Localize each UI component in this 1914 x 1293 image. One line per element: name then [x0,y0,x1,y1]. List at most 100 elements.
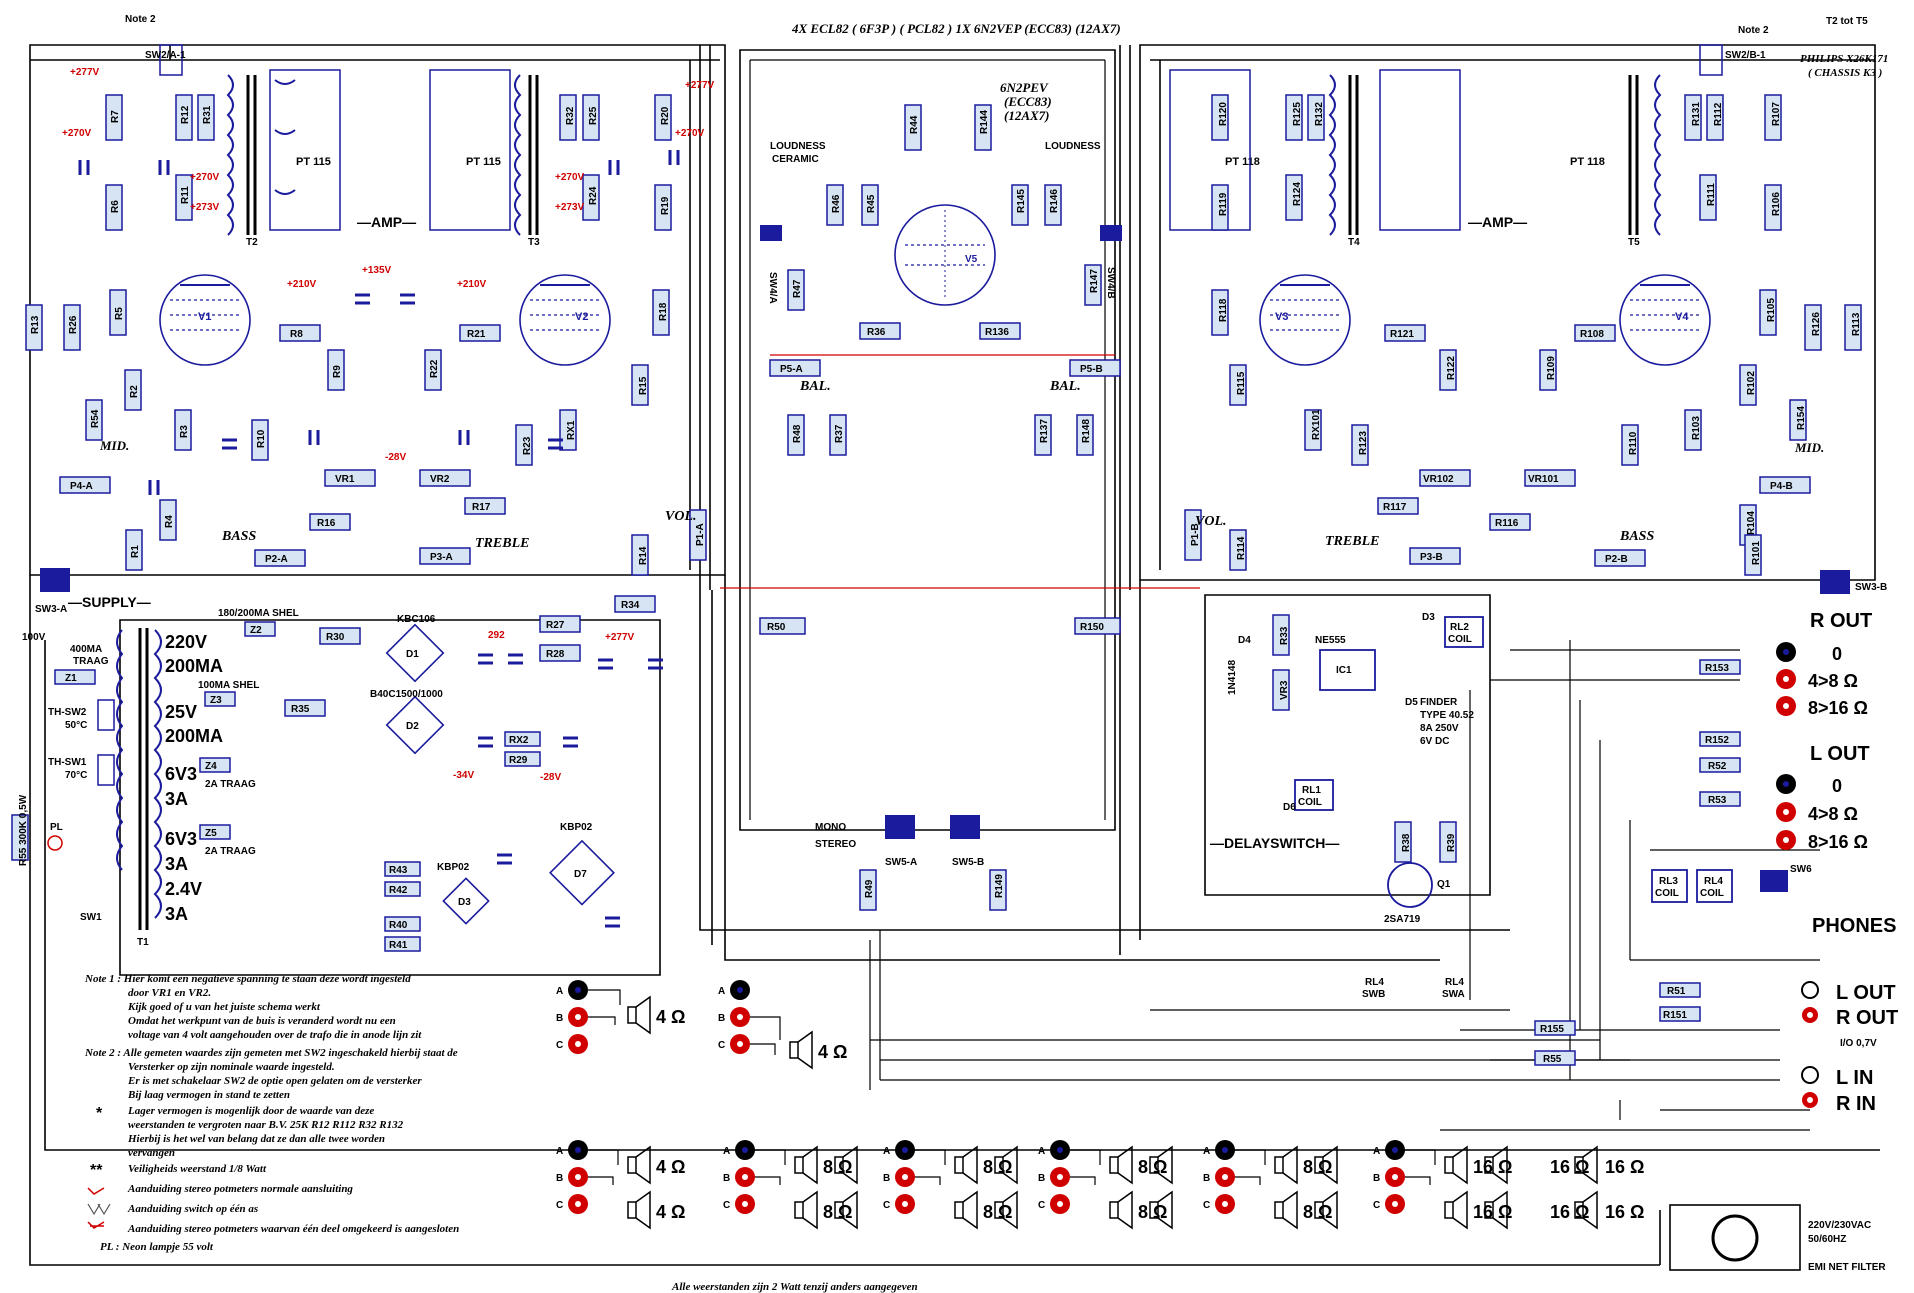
finder-2: TYPE 40.52 [1420,710,1474,721]
chassis-line3: ( CHASSIS K3 ) [1808,67,1882,79]
t2-label: T2 [246,237,258,248]
z1-rating-1: 400MA [70,644,102,655]
star-line1: Lager vermogen is mogenlijk door de waar… [127,1105,374,1117]
svg-text:V4: V4 [1675,311,1689,323]
svg-text:R54: R54 [90,409,101,428]
svg-text:R33: R33 [1279,626,1290,645]
svg-text:R121: R121 [1390,329,1414,340]
svg-text:VR101: VR101 [1528,474,1559,485]
terminal-letter: A [556,1146,563,1157]
svg-text:P2-A: P2-A [265,554,288,565]
transformer-t1: T1 [116,628,162,948]
q1-label: Q1 [1437,879,1451,890]
svg-text:R13: R13 [30,315,41,334]
speaker-icon [1444,1156,1454,1174]
bass-left-label: BASS [221,529,256,544]
terminal-letter: A [1373,1146,1380,1157]
v220-label: 220V [165,632,207,652]
speaker-icon [1484,1156,1494,1174]
speaker-ohm-label: 16 Ω [1550,1202,1589,1222]
speaker-wire [750,1043,776,1055]
chassis-line1: T2 tot T5 [1826,16,1868,27]
svg-text:VR102: VR102 [1423,474,1454,485]
speaker-cone [1002,1190,1018,1230]
speaker-wire [1070,1149,1101,1165]
svg-text:V1: V1 [198,311,211,323]
terminal-letter: A [883,1146,890,1157]
preamp-pots: P5-A P5-B [769,359,1121,377]
ma200b-label: 200MA [165,726,223,746]
r-out-48: 4>8 Ω [1808,671,1858,691]
speaker-cone [802,1145,818,1185]
bridge-d2: D2 [385,695,445,755]
svg-text:SWB: SWB [1362,989,1385,1000]
svg-text:R53: R53 [1708,795,1727,806]
speaker-wire [750,1016,781,1040]
ma200a-label: 200MA [165,656,223,676]
mid-right-label: MID. [1794,440,1824,455]
v28-left-a: -28V [385,452,406,463]
svg-text:Z5: Z5 [205,828,217,839]
svg-text:SW3-B: SW3-B [1855,582,1887,593]
svg-text:R116: R116 [1495,518,1519,529]
speaker-ohm-label: 4 Ω [656,1007,685,1027]
terminal-center [1057,1174,1063,1180]
speaker-icon [1149,1201,1159,1219]
speaker-cone [797,1030,813,1070]
svg-text:COIL: COIL [1448,634,1472,645]
speaker-wire [755,1176,781,1185]
note1-line4: Omdat het werkpunt van de buis is verand… [128,1015,396,1027]
svg-text:RL3: RL3 [1659,876,1678,887]
svg-text:R118: R118 [1218,298,1229,322]
terminal-letter: C [1038,1200,1045,1211]
svg-text:R8: R8 [290,329,303,340]
legend-3: Aanduiding stereo potmeters waarvan één … [127,1223,459,1235]
v273-left: +273V [190,202,220,213]
speaker-cone [635,1145,651,1185]
svg-text:R106: R106 [1771,192,1782,216]
z4-rating: 2A TRAAG [205,779,256,790]
v24-label: 2.4V [165,879,202,899]
svg-text:RL1: RL1 [1302,785,1321,796]
pt-left-1-label: PT 115 [296,156,331,168]
loudness-ceramic-2: CERAMIC [772,154,819,165]
svg-text:R136: R136 [985,327,1009,338]
left-amp: PT 115 T2 PT 115 T3 —AMP— V1 V2 R7 [25,44,715,615]
svg-text:R144: R144 [979,110,990,134]
terminal-center [575,1014,581,1020]
svg-text:R137: R137 [1039,419,1050,443]
right-amp: PT 118 T4 PT 118 T5 —AMP— V3 V4 R120 R11… [540,44,1887,783]
speaker-cone [1157,1190,1173,1230]
svg-text:Z1: Z1 [65,673,77,684]
svg-text:RX1: RX1 [566,420,577,440]
kbc106-label: KBC106 [397,614,436,625]
q1-type: 2SA719 [1384,914,1421,925]
terminal-letter: A [556,986,563,997]
svg-text:V2: V2 [575,311,588,323]
preamp-tube-line3: (12AX7) [1004,108,1050,123]
svg-text:R28: R28 [546,649,565,660]
star-line3: Hierbij is het wel van belang dat ze dan… [127,1133,385,1145]
speaker-ohm-label: 8 Ω [983,1202,1012,1222]
a3c-label: 3A [165,904,188,924]
speaker-wire [1405,1149,1436,1165]
preamp: V5 R46 R45 R44 R144 R145 R146 R147 R47 R… [720,104,1200,911]
mono-label: MONO [815,822,846,833]
speaker-ohm-label: 16 Ω [1550,1157,1589,1177]
svg-text:P2-B: P2-B [1605,554,1628,565]
svg-text:SW2/B-1: SW2/B-1 [1725,50,1766,61]
speaker-icon [1314,1156,1324,1174]
d4-label: D4 [1238,635,1251,646]
speaker-cone [1157,1145,1173,1185]
svg-text:P3-A: P3-A [430,552,453,563]
chassis-line2: PHILIPS X26K171 [1800,53,1888,65]
supply-label: —SUPPLY— [68,594,151,610]
terminal-letter: C [883,1200,890,1211]
svg-text:SW4/A: SW4/A [767,272,778,304]
terminal-letter: C [718,1040,725,1051]
l-in-label: L IN [1836,1067,1873,1089]
ic1-label: IC1 [1336,665,1352,676]
speaker-cone [1452,1190,1468,1230]
supply-capacitors [478,653,663,928]
z3-rating: 100MA SHEL [198,680,259,691]
